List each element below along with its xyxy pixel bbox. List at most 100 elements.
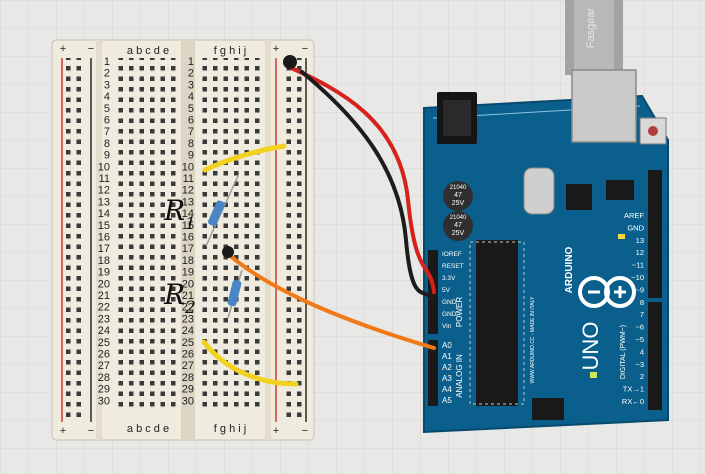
digital-pin-label: ~11 xyxy=(632,261,644,270)
left-rail-minus-top: − xyxy=(88,43,94,55)
analog-pin-label: A3 xyxy=(442,374,452,383)
left-rail-plus-bottom: + xyxy=(60,425,66,437)
right-rail-minus-bottom: − xyxy=(302,425,308,437)
row-number-right: 3 xyxy=(188,79,194,91)
row-number-right: 12 xyxy=(182,185,194,197)
digital-header-upper xyxy=(648,170,662,298)
row-number-left: 16 xyxy=(98,232,110,244)
orange-wire xyxy=(226,252,436,350)
analog-pin-label: A1 xyxy=(442,352,452,361)
digital-header-label: DIGITAL (PWM~) xyxy=(620,325,627,379)
led-on xyxy=(590,372,597,378)
svg-text:47: 47 xyxy=(454,222,462,229)
power-pin-label: 3.3V xyxy=(442,275,456,282)
svg-text:25V: 25V xyxy=(452,200,465,207)
wire-end-top xyxy=(283,55,297,69)
label-r1: R 1 xyxy=(163,194,196,234)
digital-pin-label: TX→1 xyxy=(623,385,644,394)
row-number-left: 26 xyxy=(98,349,110,361)
row-number-left: 11 xyxy=(99,173,110,185)
row-number-left: 25 xyxy=(98,337,110,349)
row-number-left: 23 xyxy=(98,313,110,325)
row-number-right: 15 xyxy=(182,220,194,232)
power-pin-label: GND xyxy=(442,299,457,306)
row-number-left: 18 xyxy=(98,255,110,267)
row-number-right: 16 xyxy=(182,232,194,244)
digital-pin-label: 8 xyxy=(640,298,644,307)
row-number-left: 24 xyxy=(98,325,110,337)
capacitor-top: 21040 47 25V xyxy=(443,181,473,211)
svg-text:25V: 25V xyxy=(452,230,465,237)
row-number-right: 18 xyxy=(182,255,194,267)
svg-text:1: 1 xyxy=(185,214,196,234)
row-number-left: 19 xyxy=(98,267,110,279)
row-number-right: 5 xyxy=(188,103,194,115)
row-number-right: 6 xyxy=(188,115,194,127)
row-number-right: 20 xyxy=(182,278,194,290)
row-number-left: 4 xyxy=(104,91,110,103)
row-number-left: 13 xyxy=(98,196,110,208)
digital-pin-label: GND xyxy=(627,223,644,232)
row-number-right: 9 xyxy=(188,150,194,162)
digital-pin-label: ~9 xyxy=(635,285,644,294)
right-rail-plus-top: + xyxy=(273,43,279,55)
analog-pin-label: A4 xyxy=(442,385,452,394)
digital-pin-label: ~10 xyxy=(631,273,644,282)
row-number-right: 24 xyxy=(182,325,194,337)
left-rail-plus-top: + xyxy=(60,43,66,55)
arduino-website-text: WWW.ARDUINO.CC - MADE IN ITALY xyxy=(530,296,536,383)
row-number-left: 22 xyxy=(98,302,110,314)
analog-header-label: ANALOG IN xyxy=(455,354,464,398)
usb-connector xyxy=(571,69,637,143)
analog-header xyxy=(428,340,438,406)
row-number-right: 23 xyxy=(182,313,194,325)
arduino-board: Fasgear 21040 47 25V 21040 47 25V xyxy=(423,0,669,434)
red-wire xyxy=(285,64,436,294)
analog-pin-label: A2 xyxy=(442,363,452,372)
row-number-left: 14 xyxy=(98,208,110,220)
digital-pin-label: ~6 xyxy=(635,323,644,332)
resistor-r2 xyxy=(227,269,243,319)
led-l xyxy=(618,234,625,239)
row-number-right: 13 xyxy=(182,196,194,208)
row-number-left: 20 xyxy=(98,278,110,290)
icsp-header-bottom xyxy=(532,398,564,420)
row-number-right: 27 xyxy=(182,360,194,372)
left-rail-minus-bottom: − xyxy=(88,425,94,437)
crystal xyxy=(523,167,555,215)
icsp-header xyxy=(606,180,634,200)
row-number-right: 21 xyxy=(182,290,194,302)
digital-header-lower xyxy=(648,302,662,410)
row-number-left: 29 xyxy=(98,384,110,396)
right-power-rail: + − + − xyxy=(273,43,308,437)
row-number-left: 10 xyxy=(98,161,110,173)
wire-end-junction xyxy=(222,246,234,258)
row-number-right: 1 xyxy=(188,56,194,68)
power-pin-label: GND xyxy=(442,311,457,318)
row-number-left: 21 xyxy=(98,290,110,302)
svg-text:21040: 21040 xyxy=(450,185,467,191)
arduino-brand-text: ARDUINO xyxy=(564,246,575,293)
column-letters-right-bottom: f g h i j xyxy=(214,423,246,435)
power-header-label: POWER xyxy=(455,297,464,327)
row-number-left: 12 xyxy=(98,185,110,197)
breadboard: + − + − + − + − a b c d e f g h i j a b … xyxy=(51,39,315,441)
row-number-right: 29 xyxy=(182,384,194,396)
terminal-holes-right xyxy=(200,58,263,410)
usb-chip xyxy=(566,184,592,210)
svg-text:47: 47 xyxy=(454,192,462,199)
label-r2: R 2 xyxy=(163,278,196,318)
row-number-left: 27 xyxy=(98,360,110,372)
row-number-right: 11 xyxy=(183,173,194,185)
row-number-left: 3 xyxy=(104,79,110,91)
arduino-logo xyxy=(578,276,636,308)
row-number-right: 2 xyxy=(188,68,194,80)
row-number-right: 17 xyxy=(182,243,194,255)
row-number-left: 28 xyxy=(98,372,110,384)
column-letters-left-top: a b c d e xyxy=(127,45,169,57)
row-number-left: 7 xyxy=(104,126,110,138)
